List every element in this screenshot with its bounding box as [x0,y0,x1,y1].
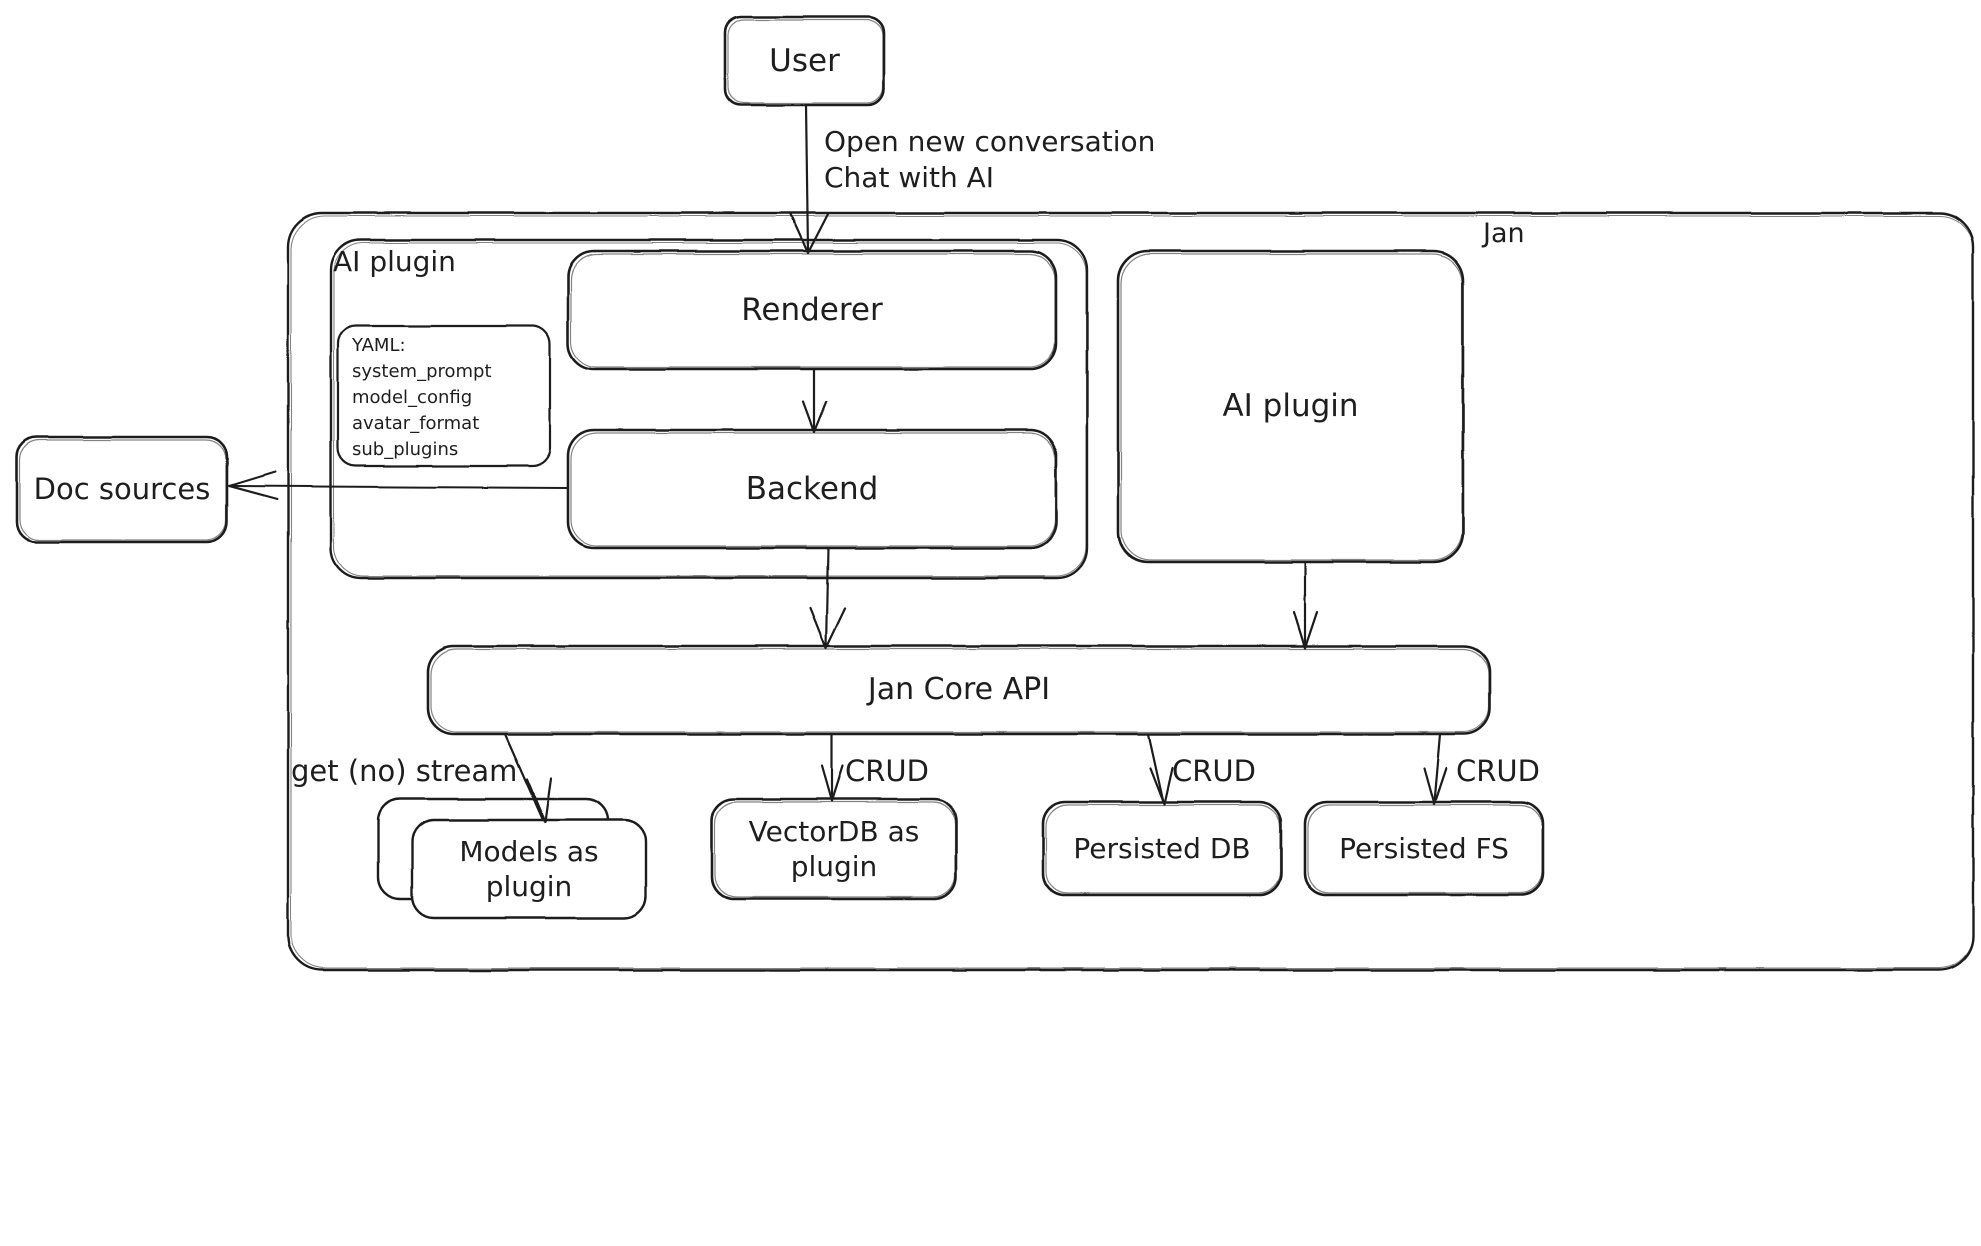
edge-core-api-to-persisted-db [1146,732,1174,806]
edge-ai-plugin-to-core-api [1292,560,1319,650]
node-user-shape[interactable] [723,15,886,107]
node-models-as-plugin-shape[interactable] [376,797,648,920]
edge-label-crud-vectordb: CRUD [845,754,929,788]
yaml-note-text: YAML: system_prompt model_config avatar_… [352,335,492,461]
edge-label-crud-persisted-fs: CRUD [1456,754,1540,788]
node-persisted-fs-shape[interactable] [1303,800,1545,897]
node-doc-sources-shape[interactable] [15,435,229,544]
container-label-ai-plugin-group: AI plugin [333,245,456,278]
node-persisted-db-shape[interactable] [1041,800,1283,897]
edge-user-to-renderer [788,103,830,255]
container-label-jan: Jan [1483,218,1525,249]
node-jan-core-api-shape[interactable] [426,644,1492,736]
node-backend-shape[interactable] [566,428,1058,550]
edge-core-api-to-models [503,732,553,824]
node-vectordb-as-plugin-shape[interactable] [710,797,958,901]
edge-core-api-to-vectordb [820,732,845,803]
edge-backend-to-core-api [808,546,847,650]
edge-label-get-no-stream: get (no) stream [291,754,518,788]
edge-label-crud-persisted-db: CRUD [1172,754,1256,788]
edge-renderer-to-backend [801,367,828,434]
node-ai-plugin-right-shape[interactable] [1116,249,1465,564]
edge-backend-to-doc-sources [228,471,569,500]
edge-label-user-to-renderer: Open new conversation Chat with AI [824,125,1156,195]
yaml-note-shape [336,324,552,468]
edge-core-api-to-persisted-fs [1422,732,1448,806]
node-renderer-shape[interactable] [566,249,1058,371]
